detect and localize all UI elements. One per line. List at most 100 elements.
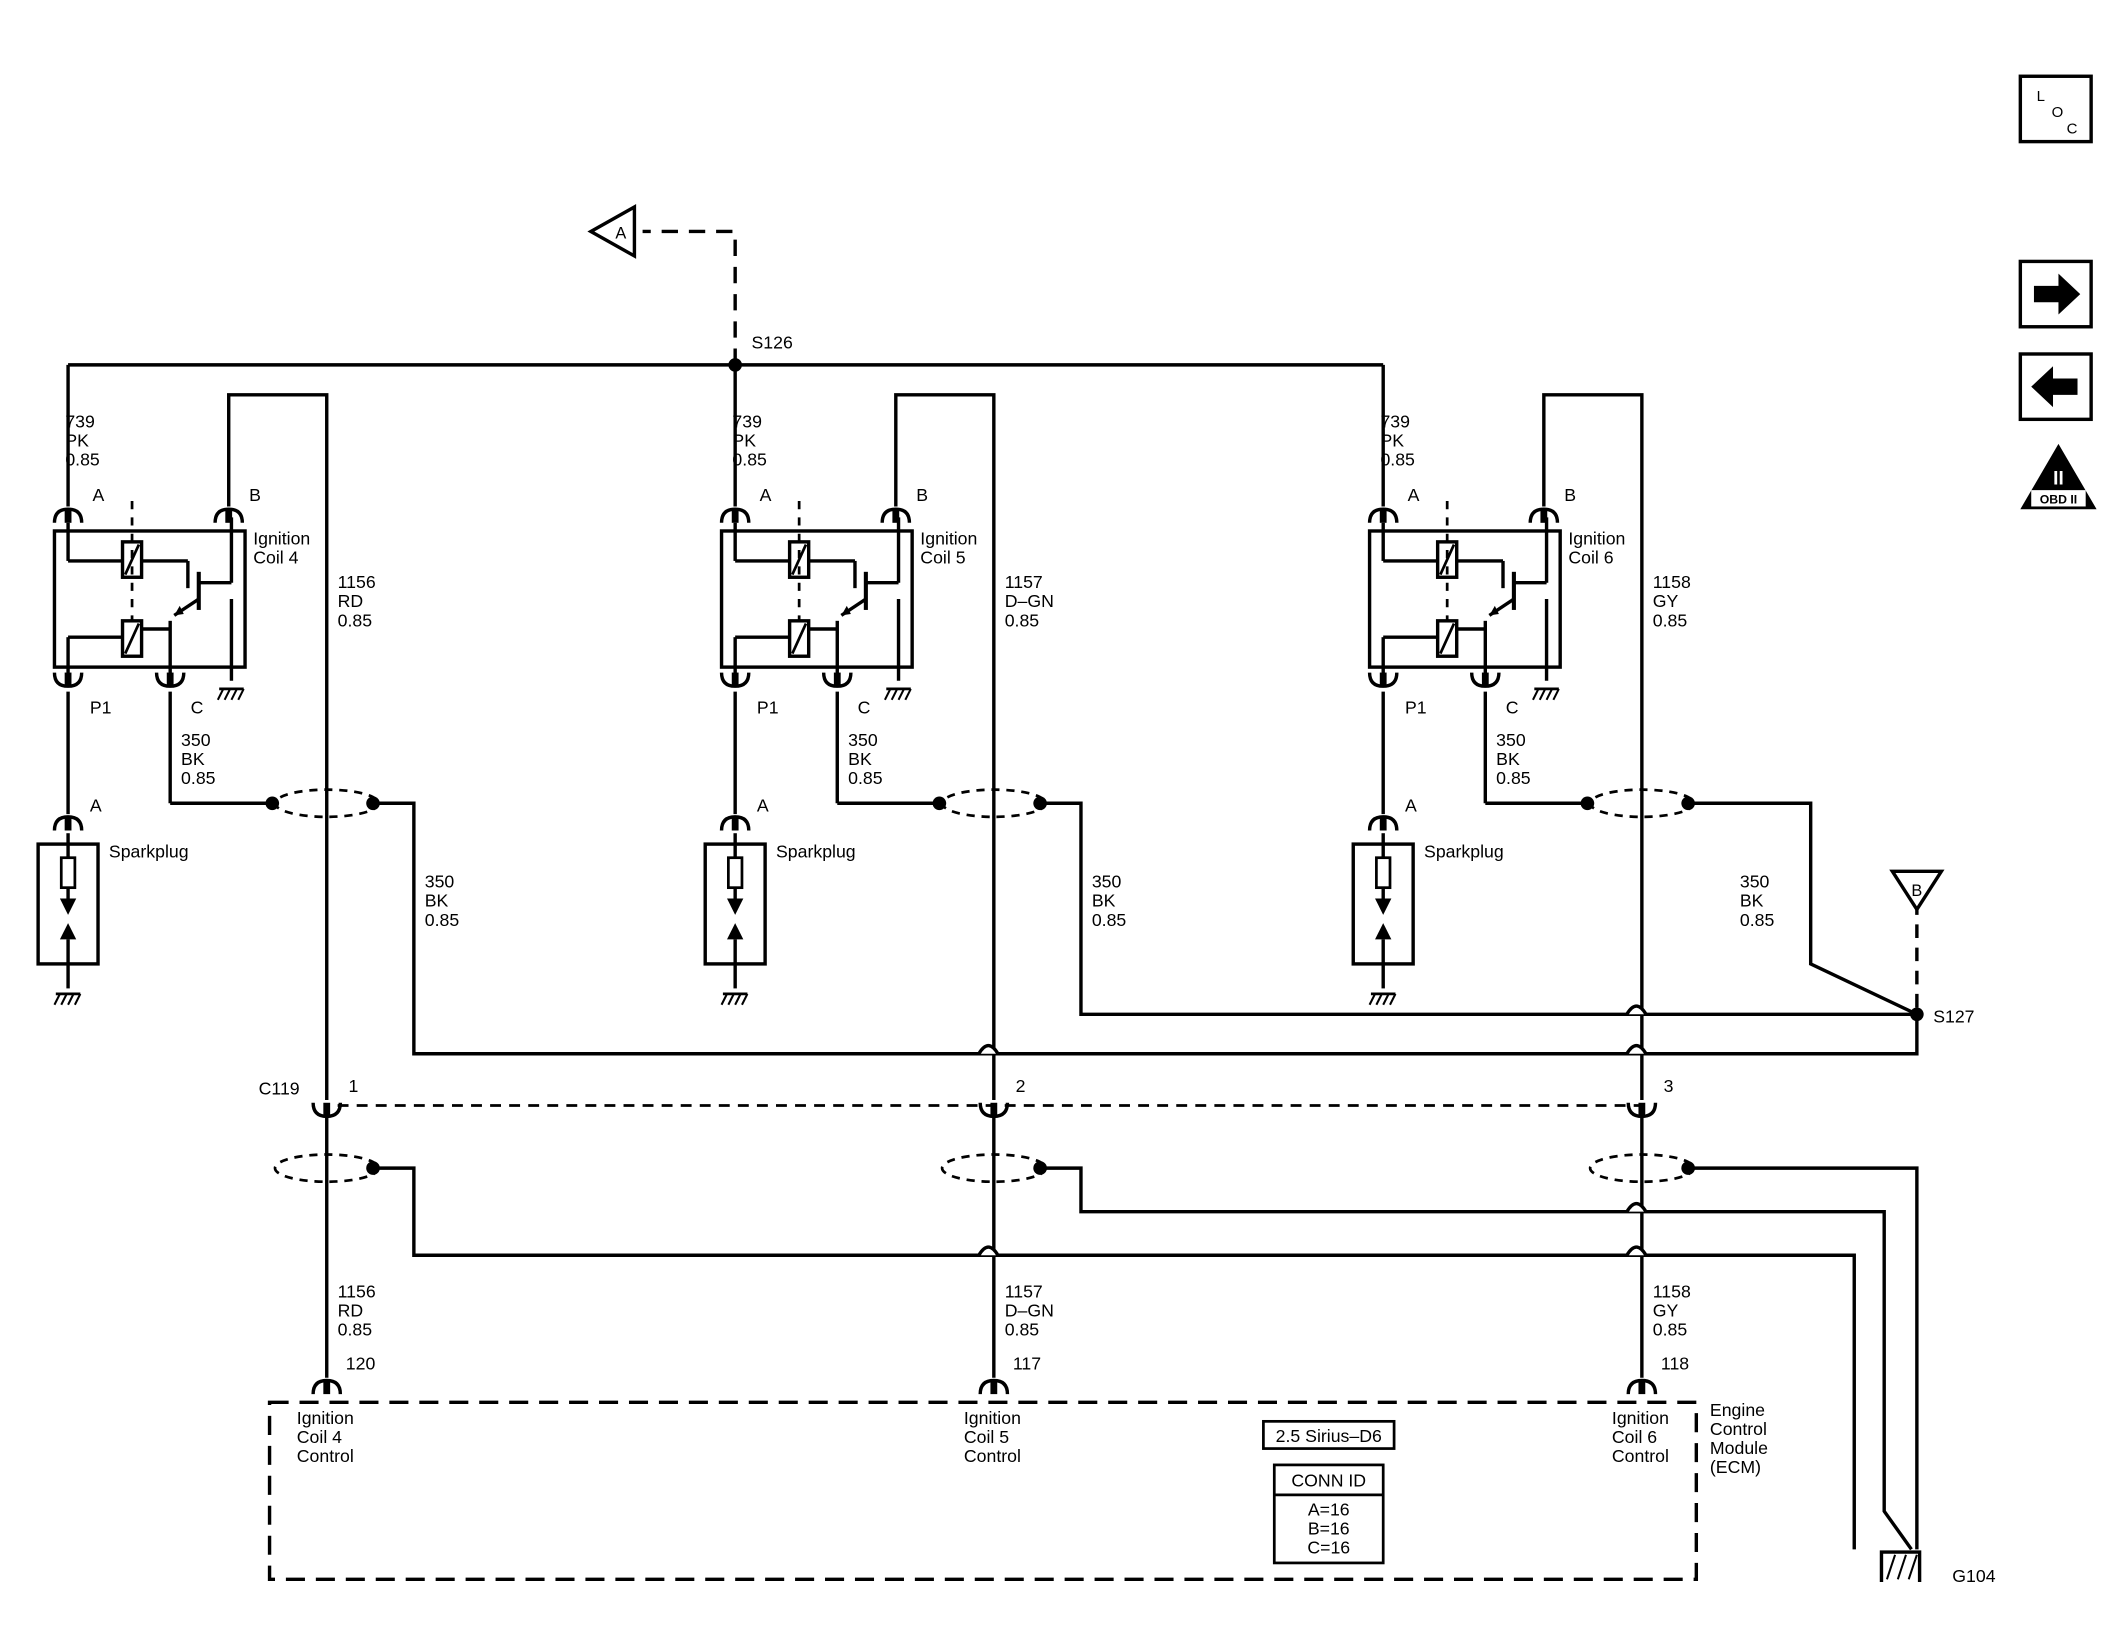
sparkplug-resistor-icon bbox=[59, 856, 77, 890]
sparkplug-pin-label: A bbox=[757, 795, 769, 815]
feed-circuit-label: 739 bbox=[732, 412, 762, 432]
pin-body bbox=[1638, 1102, 1646, 1117]
coil-ctrl-circuit-label: 1158 bbox=[1653, 572, 1691, 592]
g104-return-wire bbox=[1688, 1166, 1919, 1550]
ecm-pin-label: 118 bbox=[1661, 1354, 1689, 1374]
lower-wire-size-label: 0.85 bbox=[1005, 1320, 1040, 1340]
coil-ground-icon bbox=[216, 687, 246, 702]
loc-icon: O bbox=[2052, 104, 2064, 121]
ground-hatch bbox=[1885, 1554, 1897, 1580]
feed-color-label: PK bbox=[1380, 431, 1404, 451]
coil-number-label: Coil 6 bbox=[1568, 548, 1613, 568]
feed-size-label: 0.85 bbox=[732, 450, 767, 470]
coil-pin-b-label: B bbox=[249, 485, 261, 505]
pin-body bbox=[323, 1380, 331, 1395]
sparkplug-icon bbox=[36, 842, 100, 966]
winding-mark bbox=[124, 544, 141, 576]
wire-crossover-icon bbox=[1625, 1245, 1648, 1257]
pin-body bbox=[323, 1102, 331, 1117]
pin-body bbox=[731, 816, 739, 831]
splice-s127-dot bbox=[1910, 1007, 1924, 1022]
feed-circuit-label: 739 bbox=[1380, 412, 1410, 432]
shield-wire-size-label: 0.85 bbox=[425, 910, 460, 930]
wire-crossover-icon bbox=[1625, 1043, 1648, 1055]
offpage-a-dashed-wire bbox=[642, 229, 737, 365]
ecm-input-label: Coil 4 bbox=[297, 1427, 342, 1447]
ecm-name-label: (ECM) bbox=[1710, 1457, 1761, 1477]
coil-ctrl-color-label: D–GN bbox=[1005, 591, 1054, 611]
sparkplug-electrode-icon bbox=[1375, 923, 1392, 940]
ecm-input-label: Ignition bbox=[1612, 1408, 1669, 1428]
loc-button[interactable] bbox=[2018, 74, 2093, 144]
ground-hatch bbox=[1896, 1554, 1907, 1580]
loc-icon: C bbox=[2067, 120, 2078, 137]
lower-wire-color-label: RD bbox=[338, 1301, 364, 1321]
pin-body bbox=[990, 1102, 998, 1117]
g104-ground-icon bbox=[1879, 1550, 1922, 1582]
obd-ii-icon: OBD II bbox=[2040, 493, 2077, 507]
coil-gnd-color-label: BK bbox=[1496, 749, 1520, 769]
pin-body bbox=[892, 509, 900, 523]
coil-gnd-color-label: BK bbox=[848, 749, 872, 769]
shield-dot bbox=[1033, 796, 1047, 811]
shield-wire-size-label: 0.85 bbox=[1740, 910, 1775, 930]
arrow-right-icon bbox=[2033, 273, 2081, 315]
conn-id-box bbox=[1272, 1463, 1385, 1565]
coil-name-label: Ignition bbox=[920, 529, 977, 549]
sparkplug-label: Sparkplug bbox=[1424, 842, 1504, 862]
pin-body bbox=[1638, 1380, 1646, 1395]
coil-ctrl-color-label: RD bbox=[338, 591, 364, 611]
lower-wire-circuit-label: 1158 bbox=[1653, 1281, 1691, 1301]
ecm-input-label: Coil 6 bbox=[1612, 1427, 1657, 1447]
sparkplug-icon bbox=[703, 842, 767, 966]
pin-body bbox=[731, 672, 739, 687]
ecm-module-box bbox=[267, 1400, 1699, 1581]
shield-wire-color-label: BK bbox=[1092, 891, 1116, 911]
wire-crossover-icon bbox=[1625, 1201, 1648, 1213]
coil-ctrl-circuit-label: 1156 bbox=[338, 572, 376, 592]
feed-circuit-label: 739 bbox=[65, 412, 95, 432]
shield-dot bbox=[1681, 796, 1695, 811]
sparkplug-electrode-icon bbox=[59, 923, 77, 940]
sparkplug-pin-label: A bbox=[90, 795, 102, 815]
engine-variant-label: 2.5 Sirius–D6 bbox=[1276, 1426, 1382, 1446]
ecm-input-label: Control bbox=[1612, 1446, 1669, 1466]
lower-shield-dot bbox=[1681, 1161, 1695, 1175]
coil-ground-icon bbox=[883, 687, 913, 702]
coil-gnd-color-label: BK bbox=[181, 749, 205, 769]
shield-return-wire bbox=[373, 801, 1919, 1056]
lower-wire-circuit-label: 1156 bbox=[338, 1281, 376, 1301]
loc-icon: L bbox=[2037, 88, 2045, 105]
shield-return-wire bbox=[1040, 801, 1917, 1016]
conn-id-line: B=16 bbox=[1308, 1518, 1350, 1538]
coil-gnd-circuit-label: 350 bbox=[1496, 730, 1526, 750]
pin-body bbox=[64, 816, 72, 831]
winding-mark bbox=[791, 622, 808, 655]
coil-number-label: Coil 4 bbox=[253, 548, 298, 568]
lower-wire-size-label: 0.85 bbox=[1653, 1320, 1688, 1340]
coil-control-wire bbox=[1542, 393, 1644, 1101]
shield-wire-size-label: 0.85 bbox=[1092, 910, 1127, 930]
coil-name-label: Ignition bbox=[1568, 529, 1625, 549]
pin-body bbox=[833, 672, 841, 687]
arrow-left-icon bbox=[2031, 366, 2078, 408]
conn-id-line: C=16 bbox=[1307, 1537, 1350, 1557]
sparkplug-electrode-icon bbox=[1375, 898, 1392, 915]
shield-wire-circuit-label: 350 bbox=[425, 872, 455, 892]
shield-wire-circuit-label: 350 bbox=[1740, 872, 1770, 892]
offpage-b-icon bbox=[1889, 869, 1945, 913]
splice-s126-dot bbox=[728, 358, 742, 372]
lower-wire-color-label: GY bbox=[1653, 1301, 1679, 1321]
g104-return-wire bbox=[373, 1166, 1856, 1550]
c119-label: C119 bbox=[259, 1079, 300, 1099]
ecm-input-label: Ignition bbox=[297, 1408, 354, 1428]
sparkplug-label: Sparkplug bbox=[109, 842, 189, 862]
ignition-coil-box bbox=[1367, 529, 1562, 669]
lower-wire-color-label: D–GN bbox=[1005, 1301, 1054, 1321]
coil-pin-b-label: B bbox=[916, 485, 928, 505]
splice-s126-label: S126 bbox=[752, 333, 793, 353]
coil-ctrl-size-label: 0.85 bbox=[1653, 610, 1688, 630]
pin-body bbox=[731, 509, 739, 523]
shield-wire-color-label: BK bbox=[425, 891, 449, 911]
sparkplug-electrode-icon bbox=[726, 898, 744, 915]
